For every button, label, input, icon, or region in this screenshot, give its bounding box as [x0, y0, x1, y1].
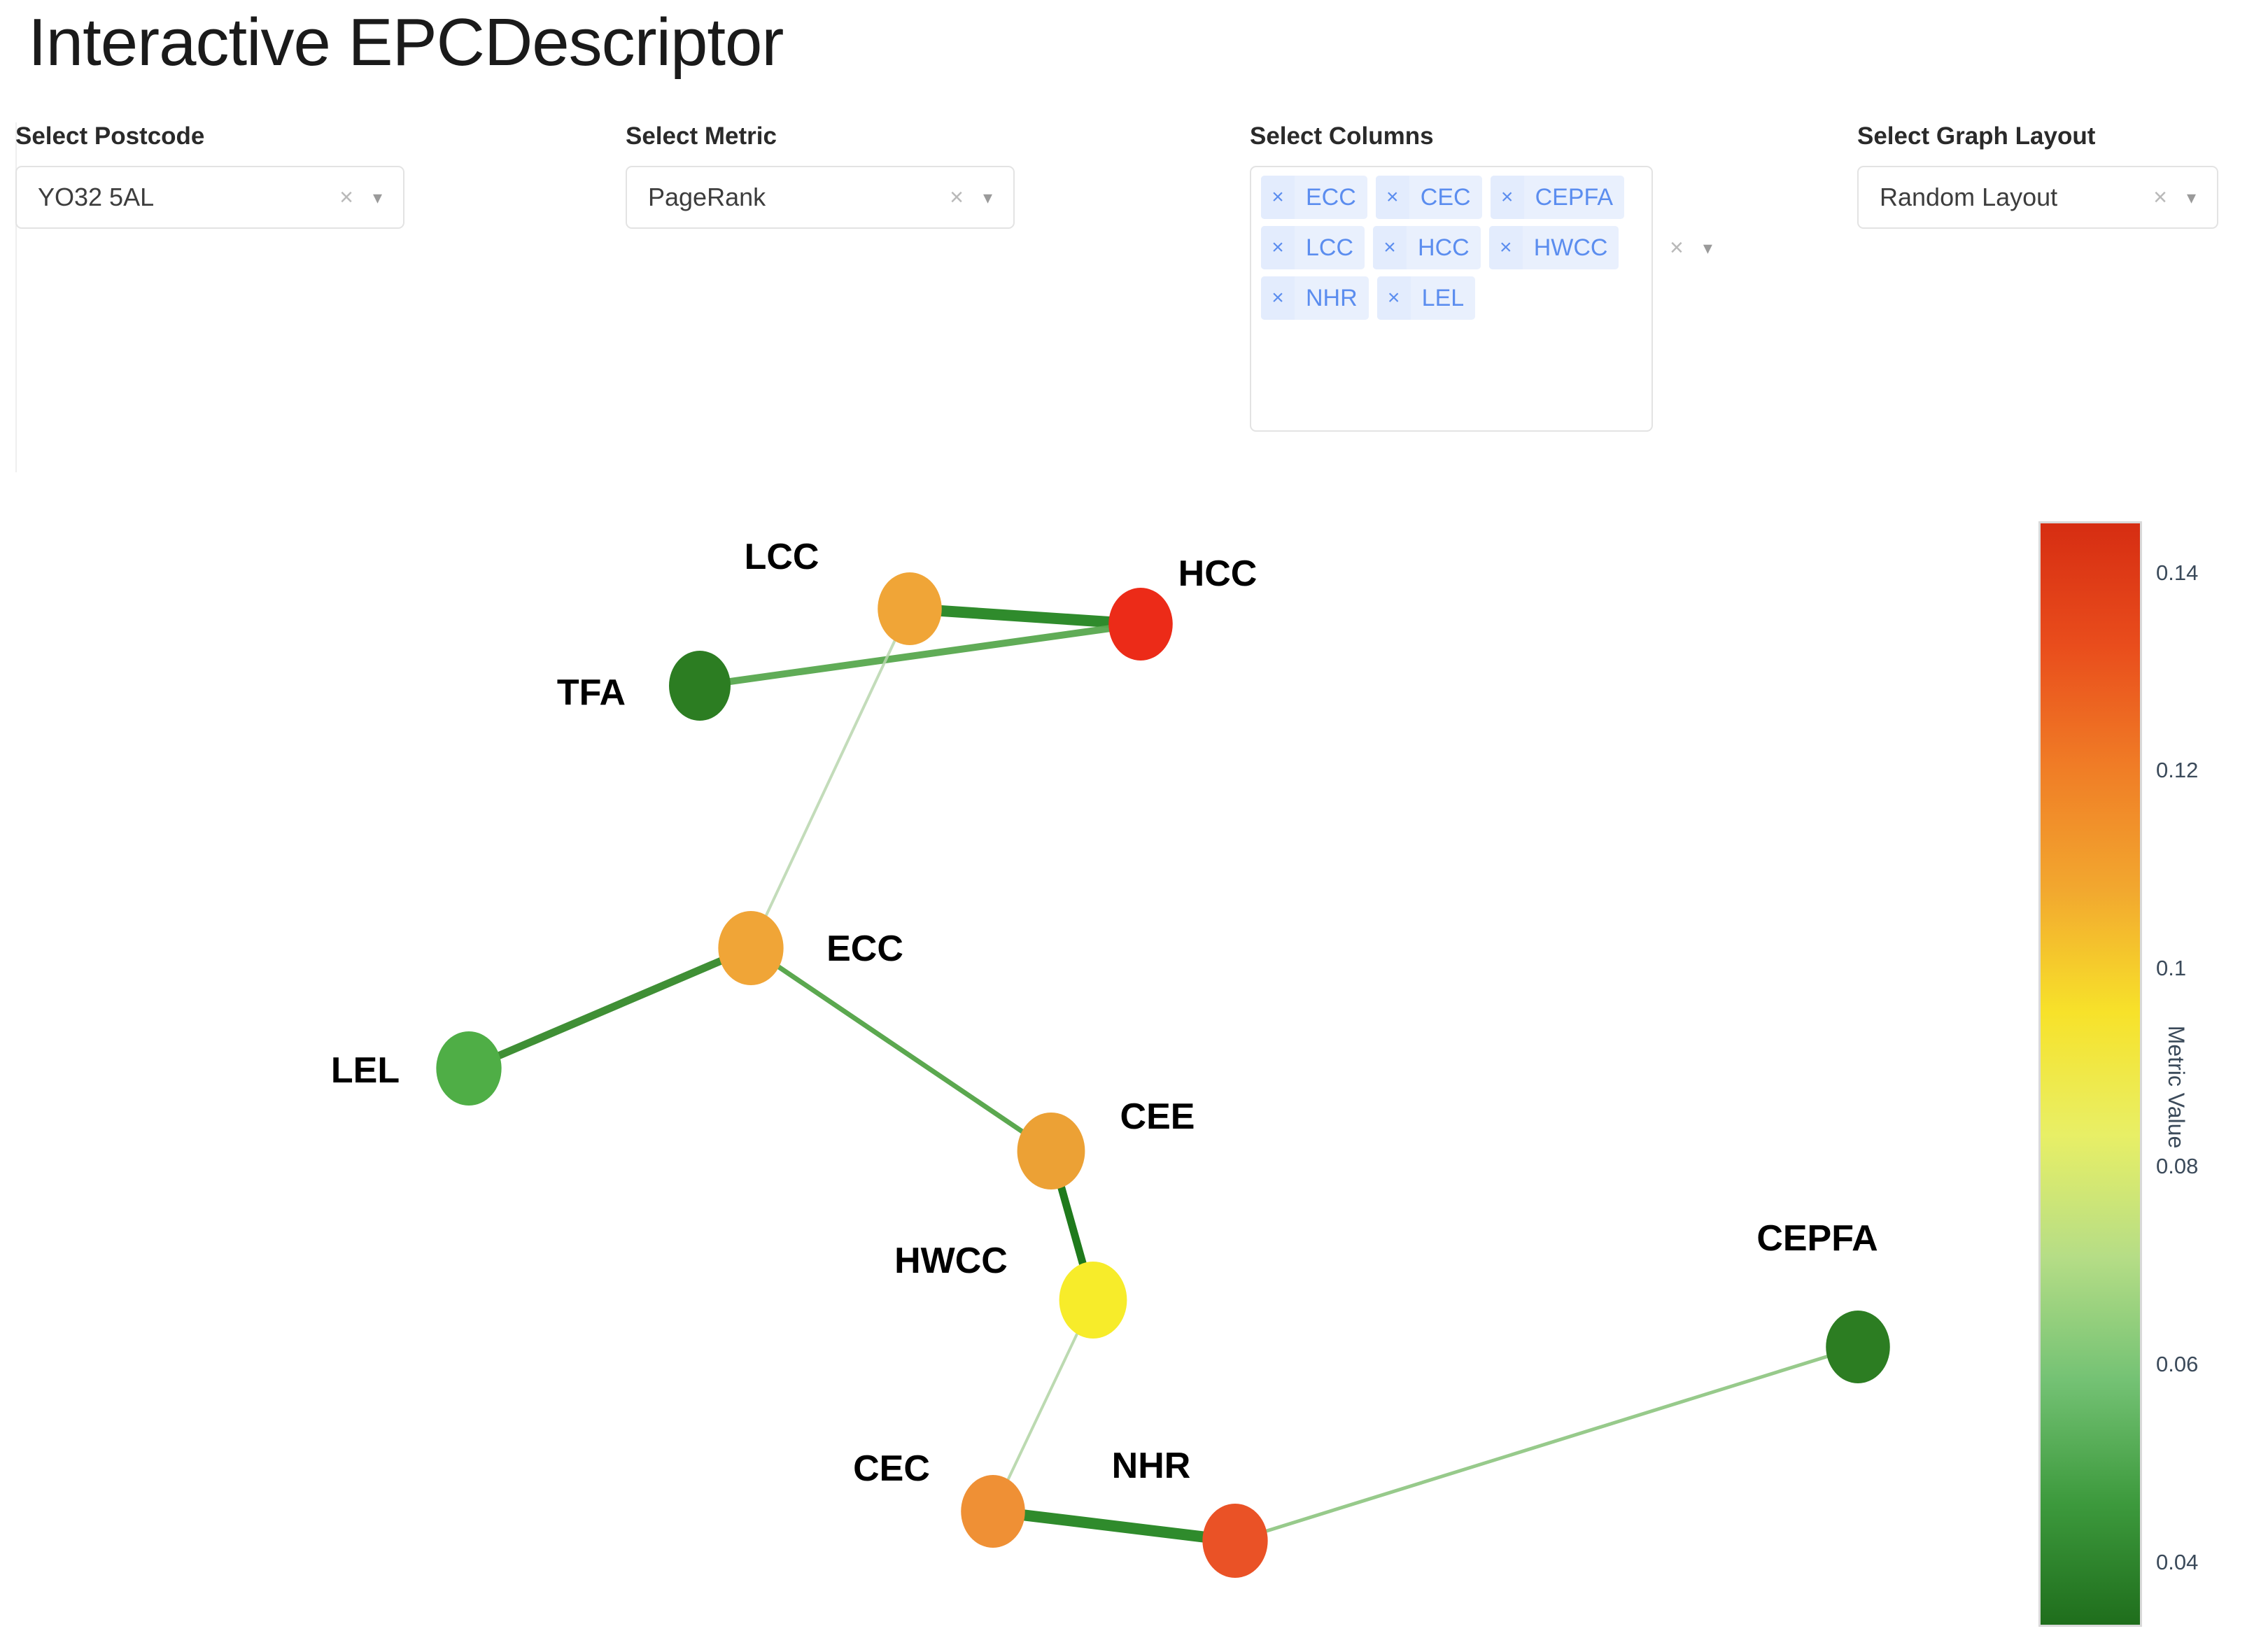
column-tag[interactable]: × LCC [1261, 226, 1365, 269]
metric-select[interactable]: PageRank × ▾ [626, 166, 1015, 229]
colorbar-tick-label: 0.12 [2156, 758, 2199, 783]
layout-selected-value: Random Layout [1880, 183, 2058, 211]
graph-node-label: LEL [330, 1050, 400, 1091]
colorbar-gradient [2038, 521, 2142, 1627]
colorbar-tick-label: 0.04 [2156, 1550, 2199, 1575]
graph-node[interactable] [1059, 1262, 1127, 1339]
column-tag[interactable]: × CEC [1375, 176, 1482, 219]
column-tag-label: LCC [1306, 234, 1354, 261]
graph-edge [1233, 1345, 1860, 1543]
clear-icon[interactable]: × [950, 184, 964, 211]
column-tag-label: CEC [1420, 183, 1471, 211]
tag-remove-icon[interactable]: × [1373, 226, 1407, 269]
graph-node[interactable] [1826, 1311, 1890, 1383]
columns-label: Select Columns [1250, 122, 1434, 150]
columns-control: Select Columns × ECC × CEC × CEPFA × LCC × HCC × HW… [1250, 122, 1740, 432]
graph-node[interactable] [436, 1031, 502, 1106]
postcode-select[interactable]: YO32 5AL × ▾ [15, 166, 404, 229]
columns-multiselect[interactable]: × ECC × CEC × CEPFA × LCC × HCC × HWCC × NHR × LEL [1250, 166, 1653, 432]
column-tag[interactable]: × NHR [1261, 276, 1369, 320]
graph-node-label: NHR [1111, 1446, 1191, 1486]
postcode-selected-value: YO32 5AL [38, 183, 155, 211]
colorbar-axis-title: Metric Value [2164, 1025, 2189, 1149]
graph-node-label: CEE [1120, 1096, 1195, 1137]
column-tag[interactable]: × HWCC [1488, 226, 1619, 269]
columns-select-controls: × ▾ [1660, 236, 1722, 260]
graph-edge [987, 1506, 1241, 1546]
graph-node[interactable] [961, 1475, 1025, 1548]
panel-left-divider [15, 122, 17, 472]
tag-remove-icon[interactable]: × [1490, 176, 1524, 219]
chevron-down-icon[interactable]: ▾ [982, 187, 992, 208]
graph-node-label: HWCC [894, 1241, 1008, 1281]
graph-node[interactable] [669, 651, 731, 721]
page-title: Interactive EPCDescriptor [28, 5, 784, 80]
column-tag-label: HCC [1418, 234, 1470, 261]
column-tag-label: CEPFA [1535, 183, 1614, 211]
clear-icon[interactable]: × [1670, 234, 1684, 261]
clear-icon[interactable]: × [339, 184, 353, 211]
tag-remove-icon[interactable]: × [1261, 276, 1295, 320]
graph-node-label: CEPFA [1756, 1218, 1878, 1259]
column-tag-label: LEL [1421, 284, 1465, 311]
graph-edge [904, 603, 1146, 630]
column-tag[interactable]: × CEPFA [1490, 176, 1625, 219]
layout-select[interactable]: Random Layout × ▾ [1857, 166, 2218, 229]
tag-remove-icon[interactable]: × [1488, 226, 1523, 269]
metric-label: Select Metric [626, 122, 777, 150]
graph-node[interactable] [718, 911, 784, 985]
tag-remove-icon[interactable]: × [1375, 176, 1409, 219]
graph-node-label: ECC [826, 929, 903, 969]
chevron-down-icon[interactable]: ▾ [2186, 187, 2196, 208]
graph-edge [749, 607, 911, 949]
chevron-down-icon[interactable]: ▾ [372, 187, 382, 208]
layout-label: Select Graph Layout [1857, 122, 2096, 150]
column-tag-label: ECC [1306, 183, 1356, 211]
graph-edge [696, 621, 1144, 689]
graph-node-label: TFA [556, 672, 626, 713]
graph-node[interactable] [1017, 1113, 1085, 1189]
colorbar-tick-label: 0.14 [2156, 560, 2199, 585]
graph-node[interactable] [878, 572, 942, 645]
postcode-control: Select Postcode YO32 5AL × ▾ [15, 122, 407, 229]
graph-edge [748, 945, 1054, 1154]
column-tag[interactable]: × ECC [1261, 176, 1367, 219]
column-tag-label: HWCC [1533, 234, 1608, 261]
graph-node-label: CEC [853, 1448, 930, 1489]
graph-edge [992, 1299, 1094, 1513]
graph-node-label: LCC [744, 537, 819, 577]
colorbar-tick-label: 0.1 [2156, 956, 2187, 981]
graph-node-label: HCC [1178, 553, 1258, 594]
column-tag[interactable]: × HCC [1373, 226, 1481, 269]
tag-remove-icon[interactable]: × [1261, 226, 1295, 269]
metric-control: Select Metric PageRank × ▾ [626, 122, 1017, 229]
tag-remove-icon[interactable]: × [1261, 176, 1295, 219]
column-tag-label: NHR [1306, 284, 1358, 311]
colorbar-tick-label: 0.08 [2156, 1154, 2199, 1179]
column-tag[interactable]: × LEL [1376, 276, 1476, 320]
network-graph-canvas[interactable] [0, 483, 2015, 1652]
colorbar: Metric Value 0.14 0.12 0.1 0.08 0.06 0.04 [2038, 521, 2198, 1627]
tag-remove-icon[interactable]: × [1376, 276, 1411, 320]
graph-edge [465, 944, 755, 1073]
graph-node[interactable] [1202, 1504, 1268, 1578]
control-bar: Select Postcode YO32 5AL × ▾ Select Metr… [15, 122, 2255, 472]
postcode-label: Select Postcode [15, 122, 205, 150]
clear-icon[interactable]: × [2153, 184, 2167, 211]
colorbar-tick-label: 0.06 [2156, 1352, 2199, 1377]
graph-node[interactable] [1108, 588, 1173, 661]
chevron-down-icon[interactable]: ▾ [1703, 237, 1712, 258]
layout-control: Select Graph Layout Random Layout × ▾ [1857, 122, 2221, 229]
network-graph[interactable]: LCC HCC TFA ECC LEL CEE HWCC CEC NHR CEPFA [0, 483, 2015, 1652]
metric-selected-value: PageRank [648, 183, 766, 211]
